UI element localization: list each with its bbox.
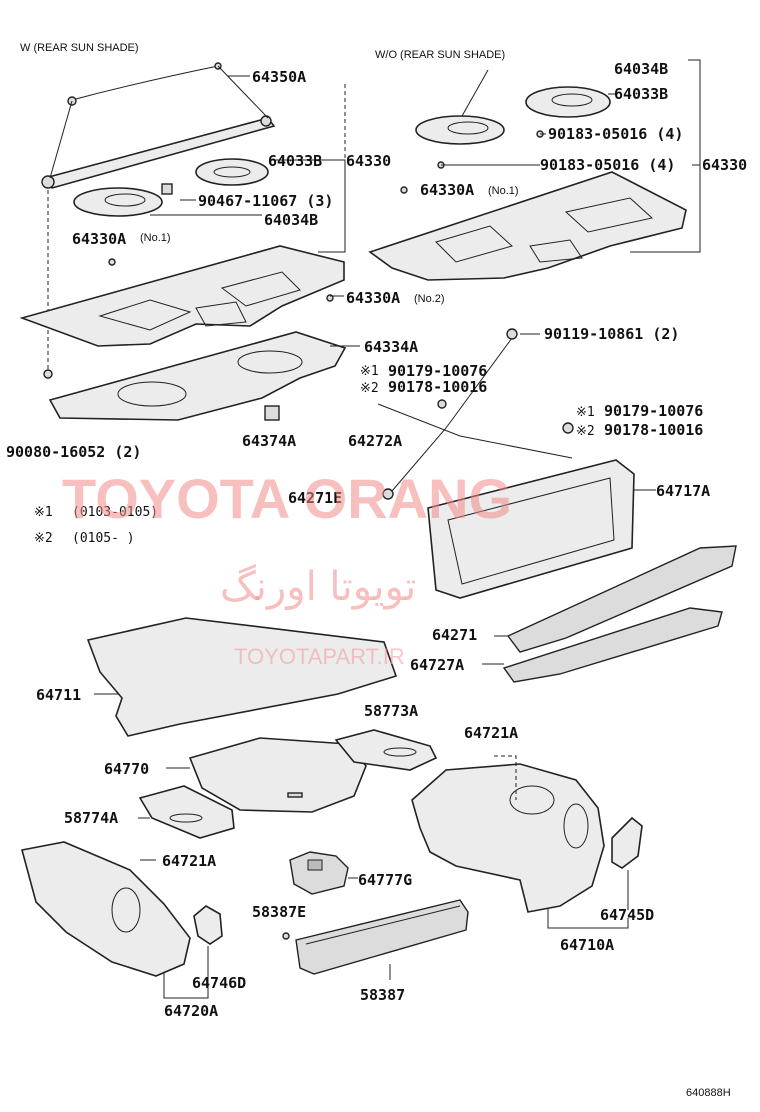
label-90179-b: 90179-10076 [604, 402, 703, 420]
trim-64727A [502, 607, 723, 683]
note-2-mark: ※2 [34, 531, 53, 546]
label-64727A: 64727A [410, 656, 464, 674]
label-90179-a: 90179-10076 [388, 362, 487, 380]
clip-64374A [264, 405, 280, 421]
speaker-grille-left-a [195, 158, 269, 186]
label-64330A-no1-left: 64330A [72, 230, 126, 248]
screw-90080 [43, 369, 53, 379]
label-64350A: 64350A [252, 68, 306, 86]
label-no1-left: (No.1) [140, 232, 171, 244]
lid-cover-64717A [427, 459, 635, 599]
label-64711: 64711 [36, 686, 81, 704]
label-64272A: 64272A [348, 432, 402, 450]
label-90178-b: 90178-10016 [604, 421, 703, 439]
label-no1-right: (No.1) [488, 185, 519, 197]
note-2-range: (0105- ) [72, 531, 135, 546]
label-64777G: 64777G [358, 871, 412, 889]
label-no2: (No.2) [414, 293, 445, 305]
note-1-range: (0103-0105) [72, 505, 158, 520]
jack-holder-64777G [289, 851, 349, 895]
watermark-persian: تویوتا اورنگ [220, 564, 416, 610]
label-58774A: 58774A [64, 809, 118, 827]
label-64271: 64271 [432, 626, 477, 644]
label-90119: 90119-10861 (2) [544, 325, 679, 343]
clip-90467 [161, 183, 173, 195]
side-trim-left-64720A [21, 841, 191, 977]
pad-58773A [334, 729, 438, 771]
label-64330A-no2: 64330A [346, 289, 400, 307]
label-64033B-left: 64033B [268, 152, 322, 170]
label-64720A: 64720A [164, 1002, 218, 1020]
torsion-bar-assembly [377, 328, 574, 500]
tray-mat-64334A [48, 331, 347, 421]
trim-64271 [506, 545, 737, 653]
label-64034B-left: 64034B [264, 211, 318, 229]
pad-58774A [138, 785, 235, 839]
cover-64746D [193, 905, 223, 945]
label-64033B-right: 64033B [614, 85, 668, 103]
watermark-brand: TOYOTA ORANG [62, 467, 512, 530]
package-tray-right [368, 171, 687, 281]
label-64721A-bottom: 64721A [162, 852, 216, 870]
label-90467: 90467-11067 (3) [198, 192, 333, 210]
mark2-a: ※2 [360, 381, 379, 396]
label-64271E: 64271E [288, 489, 342, 507]
label-64330-right: 64330 [702, 156, 747, 174]
label-58773A: 58773A [364, 702, 418, 720]
speaker-grille-left-b [73, 187, 163, 217]
cover-64745D [611, 816, 643, 869]
watermark-site: TOYOTAPART.IR [234, 644, 405, 669]
speaker-grille-right-b [415, 115, 505, 145]
speaker-grille-right-a [525, 86, 611, 118]
mark1-a: ※1 [360, 364, 379, 379]
side-trim-right-64710A [411, 763, 605, 913]
label-64745D: 64745D [600, 906, 654, 924]
label-64770: 64770 [104, 760, 149, 778]
label-64034B-right: 64034B [614, 60, 668, 78]
label-90080: 90080-16052 (2) [6, 443, 141, 461]
label-58387E: 58387E [252, 903, 306, 921]
deck-board-64770 [188, 737, 367, 813]
label-64717A: 64717A [656, 482, 710, 500]
label-64710A: 64710A [560, 936, 614, 954]
sun-shade-assembly [41, 62, 276, 372]
label-64374A: 64374A [242, 432, 296, 450]
sill-plate-58387 [295, 899, 469, 975]
label-64330A-no1-right: 64330A [420, 181, 474, 199]
label-64746D: 64746D [192, 974, 246, 992]
label-90178-a: 90178-10016 [388, 378, 487, 396]
package-tray-left [19, 245, 345, 347]
label-90183-a: 90183-05016 (4) [548, 125, 683, 143]
label-58387: 58387 [360, 986, 405, 1004]
mark1-b: ※1 [576, 405, 595, 420]
label-64721A-top: 64721A [464, 724, 518, 742]
mark2-b: ※2 [576, 424, 595, 439]
note-1-mark: ※1 [34, 505, 53, 520]
label-90183-b: 90183-05016 (4) [540, 156, 675, 174]
label-64330-left: 64330 [346, 152, 391, 170]
heading-with-sun-shade: W (REAR SUN SHADE) [20, 42, 139, 54]
heading-without-sun-shade: W/O (REAR SUN SHADE) [375, 49, 505, 61]
diagram-code: 640888H [686, 1087, 731, 1099]
label-64334A: 64334A [364, 338, 418, 356]
floor-mat-64711 [86, 617, 398, 737]
